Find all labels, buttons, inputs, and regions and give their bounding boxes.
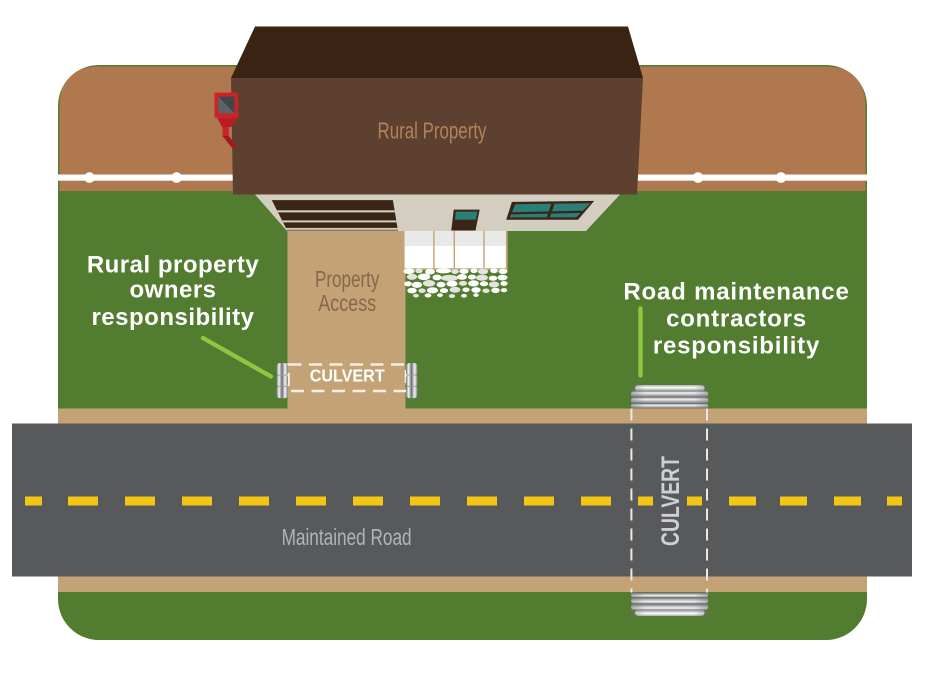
svg-text:Rural property: Rural property <box>87 251 260 278</box>
svg-text:Maintained Road: Maintained Road <box>282 524 412 550</box>
svg-text:Property: Property <box>315 266 380 292</box>
svg-text:Access: Access <box>318 290 376 316</box>
svg-text:responsibility: responsibility <box>653 333 820 360</box>
svg-text:responsibility: responsibility <box>91 304 254 331</box>
svg-text:owners: owners <box>129 277 216 304</box>
svg-text:CULVERT: CULVERT <box>657 456 685 546</box>
svg-text:contractors: contractors <box>666 306 807 333</box>
svg-text:Road maintenance: Road maintenance <box>623 278 849 305</box>
svg-text:Rural Property: Rural Property <box>378 118 487 144</box>
svg-text:CULVERT: CULVERT <box>310 365 385 385</box>
